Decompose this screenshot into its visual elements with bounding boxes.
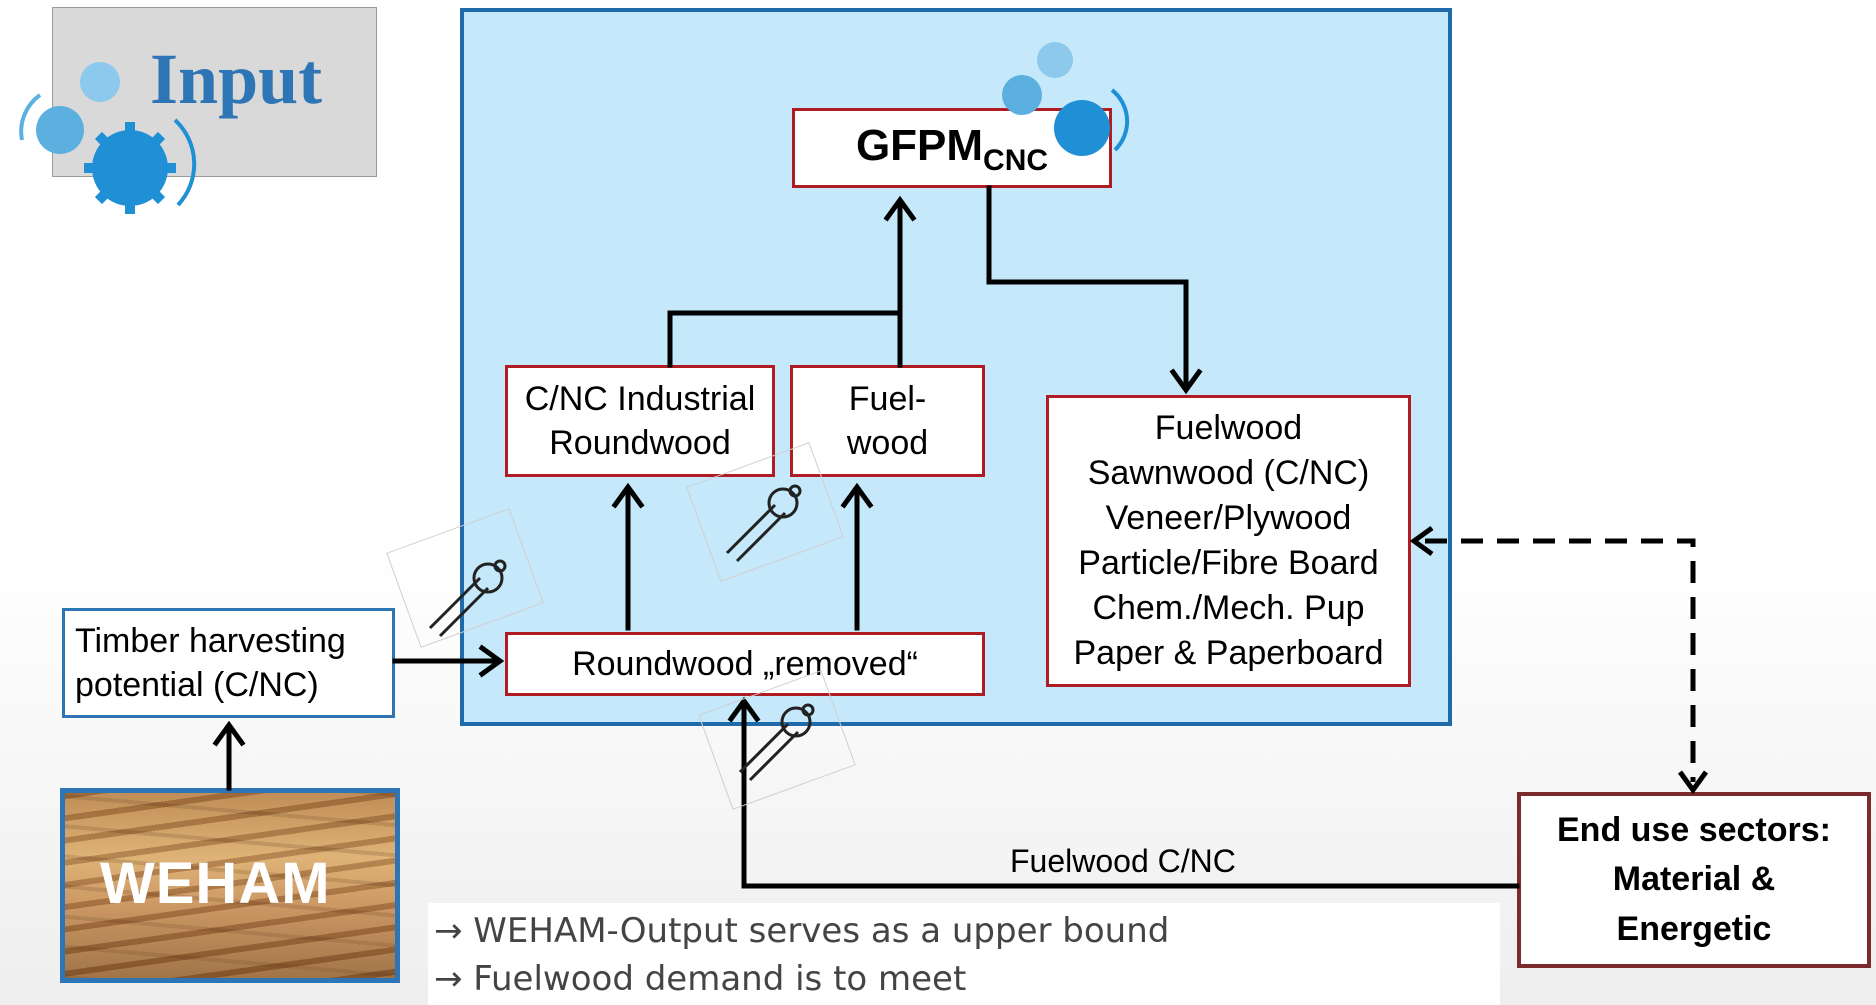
gfpm-subscript: CNC xyxy=(983,143,1049,177)
end-use-line3: Energetic xyxy=(1616,909,1772,948)
product-item: Fuelwood xyxy=(1154,409,1303,448)
fuelwood-box: Fuel- wood xyxy=(790,365,985,477)
product-item: Veneer/Plywood xyxy=(1105,499,1352,538)
roundwood-removed-label: Roundwood „removed“ xyxy=(572,644,918,683)
product-item: Paper & Paperboard xyxy=(1073,633,1384,672)
industrial-roundwood-line2: Roundwood xyxy=(549,424,731,462)
end-use-line2: Material & xyxy=(1612,860,1776,899)
products-box: Fuelwood Sawnwood (C/NC) Veneer/Plywood … xyxy=(1046,395,1411,687)
timber-potential-box: Timber harvesting potential (C/NC) xyxy=(62,608,395,718)
weham-label: WEHAM xyxy=(100,851,331,916)
note-line1: → WEHAM-Output serves as a upper bound xyxy=(434,911,1170,951)
fuelwood-flow-label: Fuelwood C/NC xyxy=(1010,843,1236,879)
product-item: Particle/Fibre Board xyxy=(1078,544,1379,582)
industrial-roundwood-line1: C/NC Industrial xyxy=(524,379,756,418)
roundwood-removed-box: Roundwood „removed“ xyxy=(505,632,985,696)
end-use-sectors-box: End use sectors: Material & Energetic xyxy=(1517,792,1871,968)
gfpm-title: GFPM xyxy=(855,120,984,170)
input-title: Input xyxy=(150,39,323,119)
timber-line2: potential (C/NC) xyxy=(75,666,319,705)
notes-box: → WEHAM-Output serves as a upper bound →… xyxy=(428,903,1500,1005)
industrial-roundwood-box: C/NC Industrial Roundwood xyxy=(505,365,775,477)
fuelwood-line1: Fuel- xyxy=(848,379,927,418)
note-line2: → Fuelwood demand is to meet xyxy=(434,959,967,999)
arrowhead-dashed-end-use xyxy=(1677,770,1709,795)
weham-logs-image xyxy=(60,788,400,983)
product-item: Sawnwood (C/NC) xyxy=(1087,454,1370,493)
fuelwood-line2: wood xyxy=(846,424,929,462)
dashed-connector-end-use xyxy=(1425,538,1696,782)
timber-line1: Timber harvesting xyxy=(75,622,346,660)
gfpm-box: GFPMCNC xyxy=(792,108,1112,188)
arrowhead-timber xyxy=(212,720,246,747)
end-use-line1: End use sectors: xyxy=(1557,811,1831,850)
product-item: Chem./Mech. Pup xyxy=(1092,588,1365,627)
